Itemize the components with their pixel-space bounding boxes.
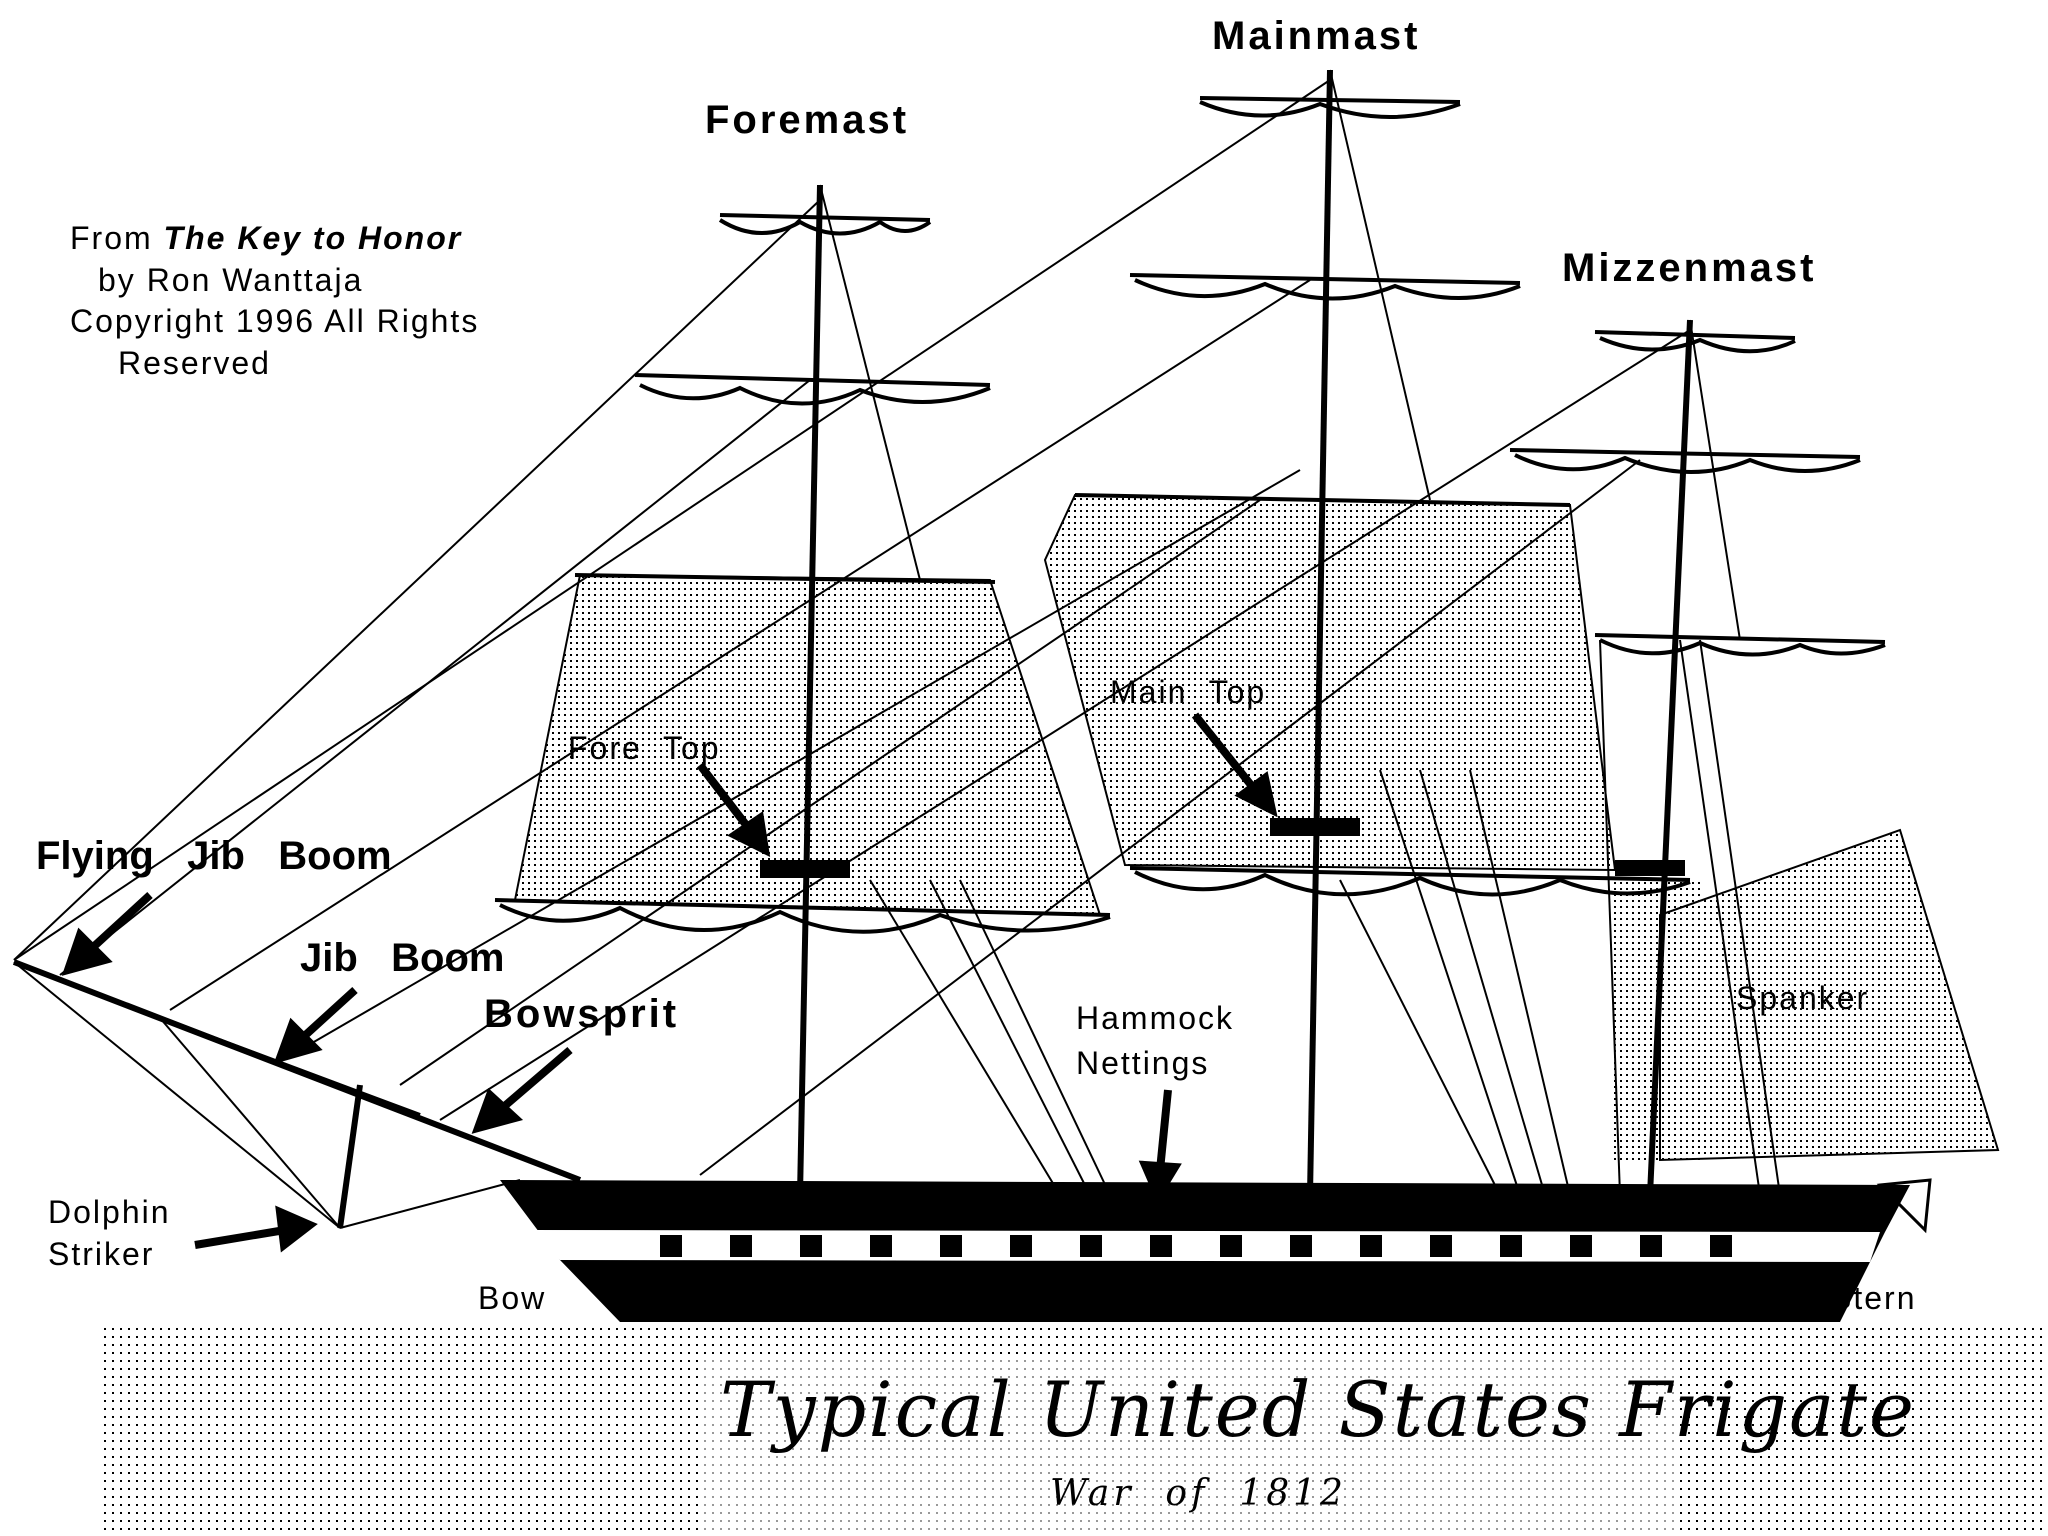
- label-mizzenmast: Mizzenmast: [1562, 246, 1817, 290]
- label-hammock-line-1: Hammock: [1076, 1000, 1235, 1036]
- label-hammock-line-2: Nettings: [1076, 1044, 1210, 1081]
- pointer-arrows: [61, 712, 1278, 1253]
- bowsprit-assembly: [12, 959, 582, 1229]
- title-backing: [700, 1360, 1680, 1530]
- label-spanker: Spanker: [1736, 980, 1870, 1016]
- fore-yards: [494, 213, 1111, 934]
- credit-book-title: The Key to Honor: [163, 220, 463, 256]
- hull-stripe: [530, 1230, 1880, 1262]
- label-main-top: Main Top: [1110, 674, 1267, 710]
- label-dolphin-line-1: Dolphin: [48, 1194, 171, 1230]
- mizzen-yards: [1509, 330, 1886, 657]
- credit-block: From The Key to Honor by Ron Wanttaja Co…: [70, 218, 479, 384]
- label-stern: Stern: [1830, 1280, 1917, 1316]
- label-flying-jib-boom: Flying Jib Boom: [36, 834, 392, 878]
- credit-reserved: Reserved: [118, 344, 271, 381]
- label-foremast: Foremast: [705, 98, 910, 142]
- label-dolphin-line-2: Striker: [48, 1235, 155, 1272]
- credit-prefix: From: [70, 220, 153, 256]
- label-dolphin-striker: Dolphin Striker: [48, 1192, 171, 1275]
- label-fore-top: Fore Top: [568, 730, 721, 766]
- diagram-title: Typical United States Frigate: [720, 1365, 1916, 1454]
- hammock-nettings-rail: [1009, 1194, 1211, 1226]
- label-hammock-nettings: Hammock Nettings: [1076, 996, 1234, 1086]
- masts: [797, 69, 1693, 1196]
- main-top-platform: [1270, 818, 1360, 836]
- diagram-subtitle: War of 1812: [1050, 1473, 1347, 1514]
- label-bow: Bow: [478, 1280, 547, 1316]
- label-mainmast: Mainmast: [1212, 14, 1421, 58]
- stern-ornament: [1876, 1178, 1932, 1234]
- credit-copyright: Copyright 1996 All Rights: [70, 303, 480, 340]
- main-yards: [1074, 96, 1691, 897]
- gunports: [660, 1235, 1732, 1257]
- label-bowsprit: Bowsprit: [484, 992, 680, 1036]
- label-jib-boom: Jib Boom: [300, 936, 505, 980]
- mizzen-top-platform: [1615, 860, 1685, 876]
- credit-line-1: From The Key to Honor: [70, 218, 479, 260]
- credit-author: by Ron Wanttaja: [98, 261, 364, 298]
- fore-top-platform: [760, 860, 850, 878]
